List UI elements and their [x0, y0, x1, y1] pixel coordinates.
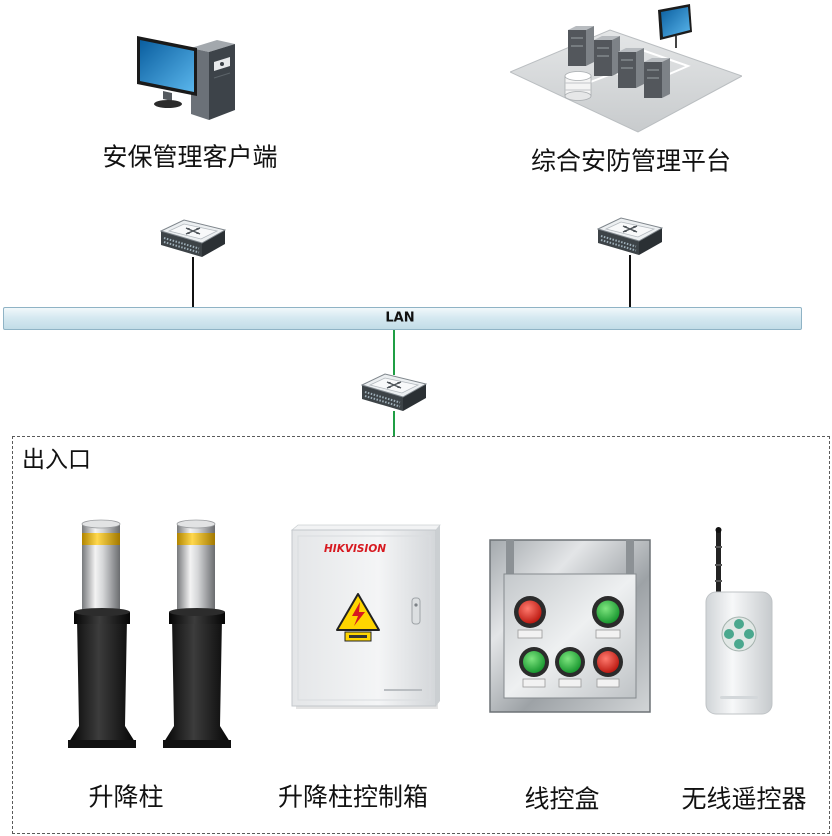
lan-label: LAN — [385, 310, 415, 326]
server-rack-1 — [568, 26, 594, 66]
entrance-zone-label: 出入口 — [22, 447, 91, 473]
server-rack-2 — [594, 36, 620, 76]
server-cluster-icon — [510, 4, 742, 133]
button-green-bottom-middle — [555, 647, 585, 688]
pc-monitor — [137, 36, 197, 108]
bollard-icon — [68, 519, 136, 748]
lan-bar — [3, 307, 802, 330]
door-handle-icon — [411, 597, 421, 625]
database-icon — [564, 71, 592, 101]
antenna — [715, 527, 722, 596]
client-uplink-line — [192, 257, 194, 308]
switch-right-icon — [597, 217, 663, 255]
remote-button-pad — [721, 616, 757, 652]
entrance-uplink-line — [393, 330, 395, 375]
wireless-remote-icon — [705, 527, 773, 715]
control-cabinet-label: 升降柱控制箱 — [277, 782, 429, 812]
button-green-bottom-left — [519, 647, 549, 688]
button-red-bottom-right — [593, 647, 623, 688]
switch-center-icon — [361, 373, 427, 411]
platform-uplink-line — [629, 255, 631, 308]
wired-control-box-label: 线控盒 — [524, 784, 600, 814]
server-rack-3 — [618, 48, 644, 88]
server-rack-4 — [644, 58, 670, 98]
button-green-top — [592, 596, 624, 639]
button-red-top — [514, 596, 546, 639]
computer-icon — [137, 36, 235, 120]
bollard-label: 升降柱 — [88, 782, 164, 812]
monitor-icon — [658, 4, 692, 48]
wireless-remote-label: 无线遥控器 — [681, 784, 807, 814]
entrance-zone-box — [12, 436, 830, 834]
control-cabinet-icon: HIKVISION — [290, 524, 441, 709]
wired-control-box-icon — [489, 539, 651, 713]
switch-left-icon — [160, 219, 226, 257]
pc-tower — [191, 40, 235, 120]
entrance-downlink-line — [393, 411, 395, 437]
platform-label: 综合安防管理平台 — [530, 146, 732, 176]
warning-sign-icon — [336, 593, 380, 642]
client-label: 安保管理客户端 — [102, 142, 278, 172]
bollard-icon — [163, 519, 231, 748]
brand-logo: HIKVISION — [324, 543, 386, 555]
